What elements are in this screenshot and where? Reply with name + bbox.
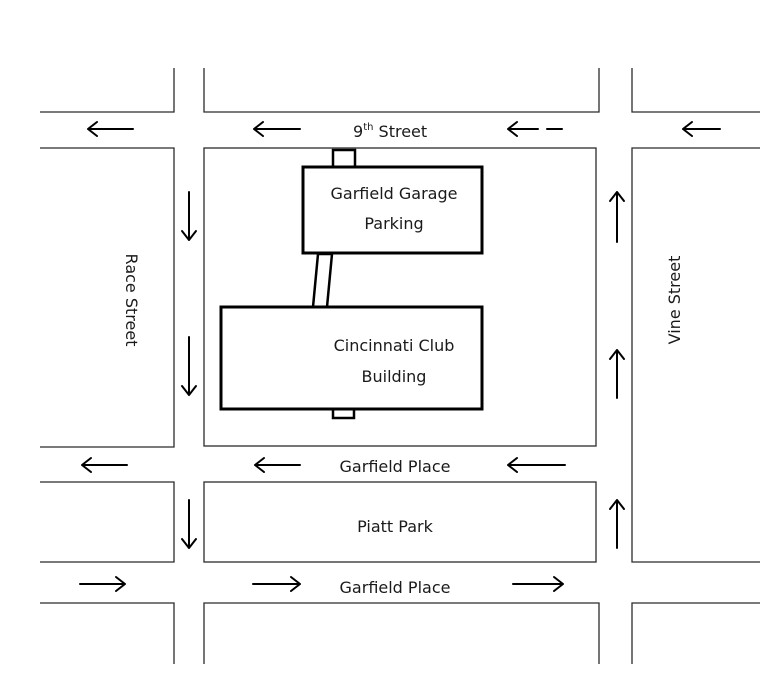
- arrow-down-icon: [181, 191, 197, 241]
- arrow-down-icon: [181, 336, 197, 396]
- arrow-right-icon: [252, 576, 301, 592]
- arrow-left-icon: [81, 457, 128, 473]
- block-west-main: [40, 147, 175, 448]
- label-garfield-place-south: Garfield Place: [340, 578, 451, 597]
- block-piatt-park: [203, 481, 597, 563]
- label-piatt-park: Piatt Park: [357, 517, 433, 536]
- arrow-right-icon: [512, 576, 564, 592]
- block-southwest: [40, 602, 175, 664]
- label-garage-line2: Parking: [364, 214, 423, 233]
- arrow-up-icon: [609, 191, 625, 243]
- cincinnati-club-building: [219, 305, 484, 411]
- skybridge: [311, 252, 334, 309]
- label-club-line1: Cincinnati Club: [334, 336, 455, 355]
- arrow-left-icon: [507, 121, 539, 137]
- label-garfield-place-north: Garfield Place: [340, 457, 451, 476]
- traffic-arrows: [79, 121, 721, 592]
- block-main: [203, 147, 597, 447]
- garfield-garage-building: [301, 165, 484, 255]
- city-blocks: [40, 68, 760, 664]
- arrow-left-icon: [253, 121, 301, 137]
- block-northeast: [631, 68, 760, 113]
- garage-top-connector: [331, 148, 357, 169]
- arrow-left-icon: [682, 121, 721, 137]
- block-west-park: [40, 481, 175, 563]
- block-east-main: [631, 147, 760, 563]
- arrow-right-icon: [79, 576, 126, 592]
- block-north-center: [203, 68, 600, 113]
- arrow-left-icon: [87, 121, 134, 137]
- buildings: [219, 148, 484, 420]
- arrow-down-icon: [181, 499, 197, 549]
- labels: 9th Street Race Street Vine Street Garfi…: [122, 122, 684, 597]
- block-south-center: [203, 602, 600, 664]
- label-club-line2: Building: [362, 367, 427, 386]
- arrow-up-icon: [609, 499, 625, 549]
- label-race-street: Race Street: [122, 254, 141, 347]
- block-southeast: [631, 602, 760, 664]
- arrow-up-icon: [609, 349, 625, 399]
- arrow-left-icon: [254, 457, 301, 473]
- arrow-left-icon: [507, 457, 566, 473]
- label-vine-street: Vine Street: [665, 256, 684, 345]
- block-northwest: [40, 68, 175, 113]
- label-garage-line1: Garfield Garage: [331, 184, 458, 203]
- label-9th-street: 9th Street: [353, 122, 427, 141]
